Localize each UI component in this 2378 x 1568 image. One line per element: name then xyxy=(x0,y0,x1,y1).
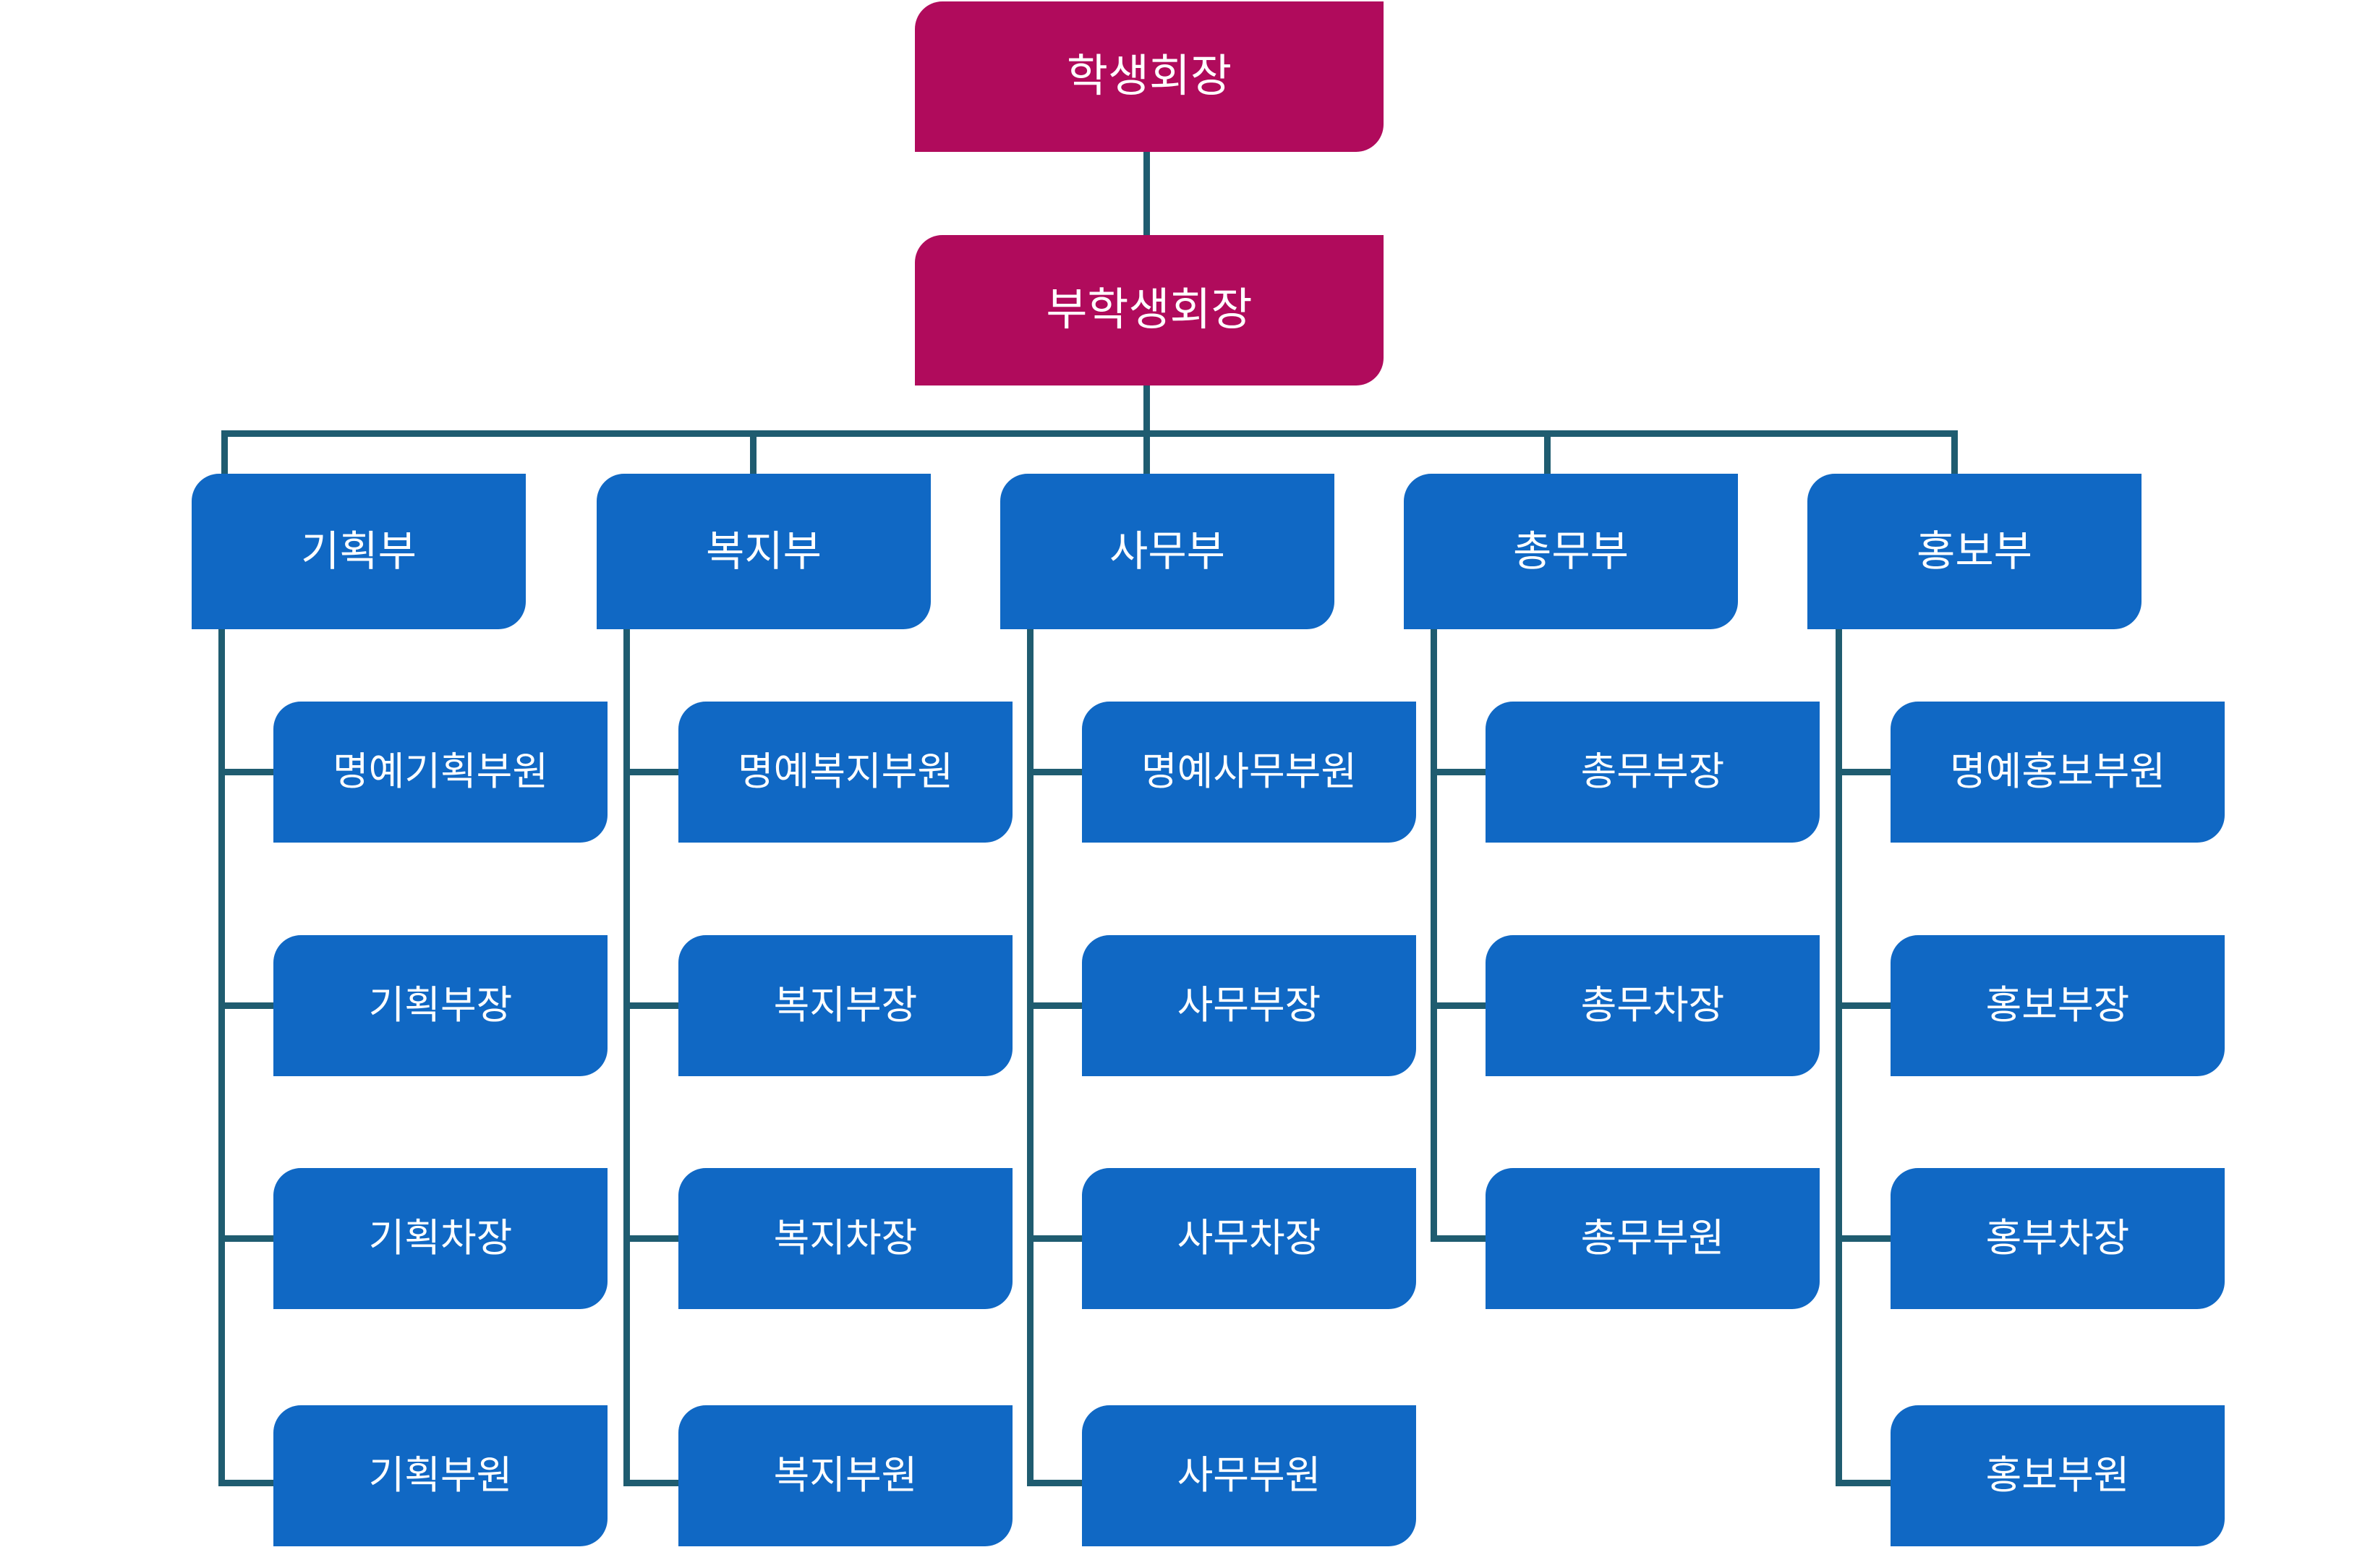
node-vice-president-label: 부학생회장 xyxy=(1046,284,1253,335)
node-member-4-2[interactable]: 총무차장 xyxy=(1486,935,1820,1076)
connector-spine-dept-5 xyxy=(1836,629,1842,1486)
connector-department-bus xyxy=(221,430,1958,437)
node-member-2-3[interactable]: 복지차장 xyxy=(678,1168,1013,1309)
connector-stub-dept-1-member-1 xyxy=(218,769,279,775)
node-member-2-3-label: 복지차장 xyxy=(773,1216,918,1260)
node-member-1-4-label: 기획부원 xyxy=(368,1453,513,1497)
node-vice-president[interactable]: 부학생회장 xyxy=(915,235,1384,385)
connector-spine-dept-3 xyxy=(1027,629,1034,1486)
node-member-1-2-label: 기획부장 xyxy=(368,983,513,1027)
node-member-2-1[interactable]: 명예복지부원 xyxy=(678,702,1013,843)
node-member-3-3-label: 사무차장 xyxy=(1177,1216,1321,1260)
node-member-5-1[interactable]: 명예홍보부원 xyxy=(1891,702,2225,843)
node-member-1-4[interactable]: 기획부원 xyxy=(273,1405,608,1546)
connector-president-to-vice xyxy=(1143,152,1150,235)
node-member-1-3[interactable]: 기획차장 xyxy=(273,1168,608,1309)
node-member-4-2-label: 총무차장 xyxy=(1580,983,1725,1027)
node-member-1-3-label: 기획차장 xyxy=(368,1216,513,1260)
node-member-4-3-label: 총무부원 xyxy=(1580,1216,1725,1260)
node-member-3-4-label: 사무부원 xyxy=(1177,1453,1321,1497)
node-member-3-2[interactable]: 사무부장 xyxy=(1082,935,1416,1076)
connector-bus-to-dept-5 xyxy=(1951,430,1958,475)
connector-stub-dept-2-member-1 xyxy=(623,769,684,775)
node-department-1-label: 기획부 xyxy=(300,527,417,575)
connector-stub-dept-4-member-3 xyxy=(1431,1235,1491,1242)
connector-bus-to-dept-1 xyxy=(221,430,228,475)
node-member-3-1-label: 명예사무부원 xyxy=(1141,749,1358,793)
node-department-5[interactable]: 홍보부 xyxy=(1807,474,2142,629)
node-member-2-2-label: 복지부장 xyxy=(773,983,918,1027)
connector-spine-dept-2 xyxy=(623,629,630,1486)
node-member-2-4[interactable]: 복지부원 xyxy=(678,1405,1013,1546)
node-member-4-3[interactable]: 총무부원 xyxy=(1486,1168,1820,1309)
node-department-3-label: 사무부 xyxy=(1109,527,1226,575)
connector-stub-dept-3-member-1 xyxy=(1027,769,1088,775)
connector-stub-dept-2-member-3 xyxy=(623,1235,684,1242)
connector-stub-dept-5-member-2 xyxy=(1836,1002,1896,1009)
connector-bus-to-dept-2 xyxy=(750,430,757,475)
node-department-2-label: 복지부 xyxy=(705,527,822,575)
node-member-3-1[interactable]: 명예사무부원 xyxy=(1082,702,1416,843)
node-member-3-2-label: 사무부장 xyxy=(1177,983,1321,1027)
connector-vice-drop xyxy=(1143,385,1150,436)
connector-stub-dept-3-member-2 xyxy=(1027,1002,1088,1009)
node-department-4-label: 총무부 xyxy=(1512,527,1629,575)
node-president[interactable]: 학생회장 xyxy=(915,1,1384,152)
node-member-4-1-label: 총무부장 xyxy=(1580,749,1725,793)
connector-stub-dept-3-member-3 xyxy=(1027,1235,1088,1242)
node-member-5-2[interactable]: 홍보부장 xyxy=(1891,935,2225,1076)
node-department-3[interactable]: 사무부 xyxy=(1000,474,1334,629)
node-member-1-1[interactable]: 명예기획부원 xyxy=(273,702,608,843)
node-member-2-2[interactable]: 복지부장 xyxy=(678,935,1013,1076)
node-member-2-1-label: 명예복지부원 xyxy=(737,749,954,793)
connector-stub-dept-4-member-1 xyxy=(1431,769,1491,775)
connector-stub-dept-1-member-2 xyxy=(218,1002,279,1009)
connector-stub-dept-3-member-4 xyxy=(1027,1480,1088,1486)
connector-bus-to-dept-4 xyxy=(1544,430,1551,475)
node-member-1-2[interactable]: 기획부장 xyxy=(273,935,608,1076)
node-member-1-1-label: 명예기획부원 xyxy=(332,749,549,793)
node-member-3-4[interactable]: 사무부원 xyxy=(1082,1405,1416,1546)
connector-stub-dept-1-member-3 xyxy=(218,1235,279,1242)
node-member-5-4[interactable]: 홍보부원 xyxy=(1891,1405,2225,1546)
connector-stub-dept-4-member-2 xyxy=(1431,1002,1491,1009)
connector-stub-dept-5-member-3 xyxy=(1836,1235,1896,1242)
connector-spine-dept-4 xyxy=(1431,629,1437,1241)
node-department-1[interactable]: 기획부 xyxy=(192,474,526,629)
node-department-2[interactable]: 복지부 xyxy=(597,474,931,629)
node-member-3-3[interactable]: 사무차장 xyxy=(1082,1168,1416,1309)
node-member-5-4-label: 홍보부원 xyxy=(1985,1453,2130,1497)
node-member-4-1[interactable]: 총무부장 xyxy=(1486,702,1820,843)
node-member-5-3-label: 홍부차장 xyxy=(1985,1216,2130,1260)
node-department-4[interactable]: 총무부 xyxy=(1404,474,1738,629)
node-department-5-label: 홍보부 xyxy=(1916,527,2033,575)
connector-bus-to-dept-3 xyxy=(1143,430,1150,475)
connector-stub-dept-1-member-4 xyxy=(218,1480,279,1486)
node-member-5-1-label: 명예홍보부원 xyxy=(1949,749,2166,793)
connector-stub-dept-5-member-1 xyxy=(1836,769,1896,775)
node-president-label: 학생회장 xyxy=(1066,51,1232,101)
connector-stub-dept-2-member-2 xyxy=(623,1002,684,1009)
connector-stub-dept-2-member-4 xyxy=(623,1480,684,1486)
node-member-5-2-label: 홍보부장 xyxy=(1985,983,2130,1027)
connector-spine-dept-1 xyxy=(218,629,225,1486)
node-member-2-4-label: 복지부원 xyxy=(773,1453,918,1497)
node-member-5-3[interactable]: 홍부차장 xyxy=(1891,1168,2225,1309)
connector-stub-dept-5-member-4 xyxy=(1836,1480,1896,1486)
